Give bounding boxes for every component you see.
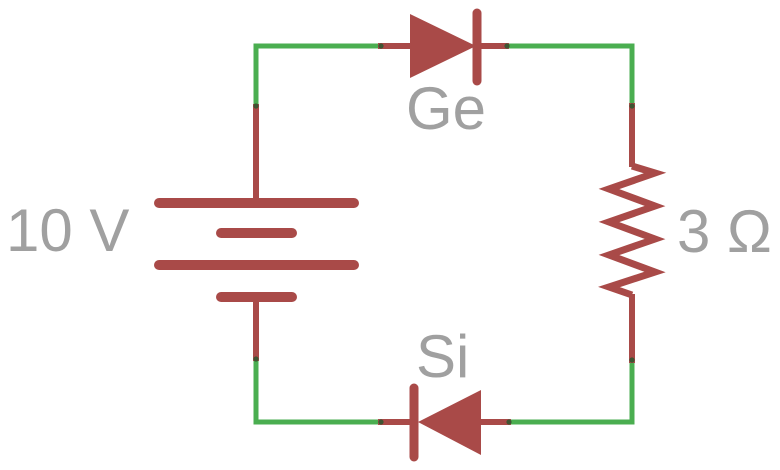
diode-ge-triangle [410,14,476,78]
diode-ge-symbol[interactable] [378,8,509,86]
junction-dot [378,43,384,49]
battery-symbol[interactable] [154,104,359,361]
junction-dots [253,43,635,425]
diode-si-symbol[interactable] [378,383,511,462]
wire-top-left[interactable] [253,43,381,107]
junction-dot [504,43,510,49]
diode-ge-label: Ge [406,75,487,142]
junction-dot [629,357,635,363]
wire-top-right[interactable] [506,43,635,106]
resistor-value-label: 3 Ω [677,198,772,265]
junction-dot [253,356,259,362]
junction-dot [253,103,259,109]
diode-si-label: Si [416,323,470,390]
wire-bottom-left[interactable] [253,359,381,425]
wires [253,43,635,425]
diode-si-triangle [418,390,481,455]
resistor-zigzag [598,162,667,299]
junction-dot [629,103,635,109]
battery-voltage-label: 10 V [6,197,130,264]
wire-bottom-right[interactable] [509,360,635,425]
junction-dot [378,419,384,425]
resistor-symbol[interactable] [598,103,667,363]
junction-dot [506,419,512,425]
